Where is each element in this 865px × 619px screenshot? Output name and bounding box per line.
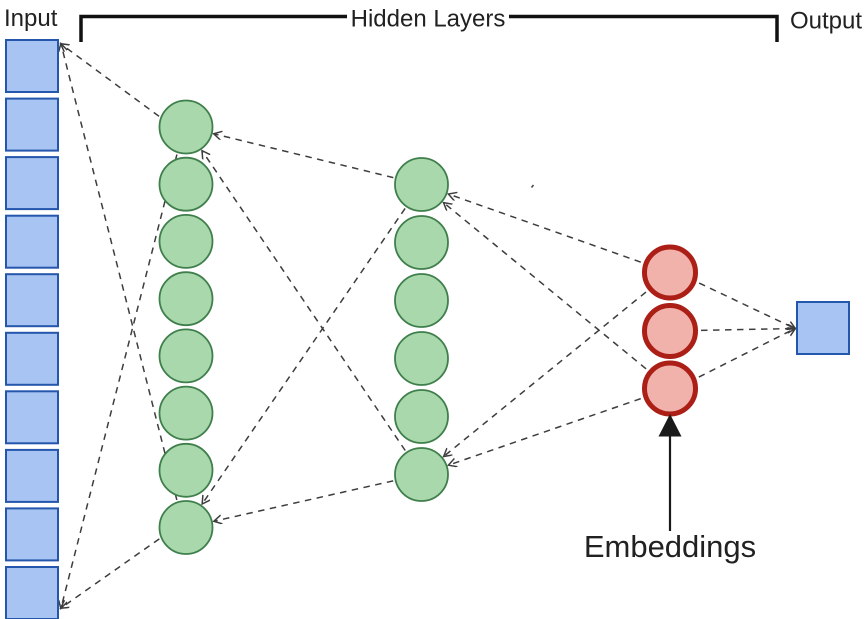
connector-hidden2.0-to-hidden1.7 — [202, 207, 406, 503]
connector-hidden1.7-to-input.0 — [61, 44, 178, 501]
connector-hidden2.5-to-hidden1.7 — [214, 480, 394, 521]
bracket-right-segment — [509, 14, 779, 42]
connector-embeddings.1-to-output.0 — [700, 329, 795, 331]
input-node — [5, 507, 59, 562]
embeddings-node — [642, 244, 698, 301]
hidden-layer-2 — [394, 157, 449, 502]
connector-hidden2.0-to-hidden1.0 — [214, 134, 394, 179]
hidden-layers-bracket — [79, 14, 779, 42]
connector-hidden1.7-to-input.9 — [61, 538, 160, 608]
embeddings-label: Embeddings — [584, 529, 756, 564]
connection-lines — [61, 44, 795, 608]
connector-embeddings.0-to-hidden2.5 — [444, 291, 647, 456]
hidden1-node — [158, 442, 214, 498]
connector-hidden1.0-to-input.0 — [61, 44, 160, 117]
embeddings-node — [642, 360, 698, 417]
hidden1-node — [158, 271, 214, 327]
hidden1-node — [158, 213, 214, 269]
embeddings-annotation: Embeddings — [584, 414, 756, 564]
connector-embeddings.0-to-output.0 — [698, 282, 795, 328]
input-label: Input — [4, 5, 58, 32]
connector-embeddings.2-to-hidden2.5 — [449, 397, 641, 465]
stray-mark — [530, 184, 535, 188]
hidden1-node — [158, 500, 214, 555]
output-label: Output — [790, 8, 862, 35]
embeddings-node — [642, 303, 698, 359]
embeddings-arrowhead-icon — [658, 414, 682, 437]
connector-hidden1.0-to-input.9 — [61, 154, 178, 608]
hidden2-node — [394, 157, 449, 212]
hidden2-node — [394, 273, 449, 328]
input-node — [5, 39, 59, 93]
hidden-layers-label: Hidden Layers — [351, 6, 506, 33]
connector-embeddings.2-to-output.0 — [698, 329, 795, 378]
input-node — [5, 448, 59, 503]
input-node — [5, 273, 59, 328]
hidden2-node — [394, 447, 449, 502]
input-node — [5, 214, 59, 269]
input-node — [5, 156, 59, 211]
input-node — [5, 390, 59, 445]
hidden-layer-1 — [158, 99, 214, 555]
input-node — [5, 97, 59, 152]
connector-embeddings.2-to-hidden2.0 — [444, 203, 647, 370]
input-node — [5, 331, 59, 386]
hidden1-node — [158, 385, 214, 441]
hidden1-node — [158, 99, 214, 155]
hidden2-node — [394, 331, 449, 386]
connector-hidden2.5-to-hidden1.0 — [202, 151, 406, 451]
connector-embeddings.0-to-hidden2.0 — [449, 194, 642, 263]
input-layer — [5, 39, 59, 619]
hidden1-node — [158, 156, 214, 212]
embeddings-layer — [642, 244, 698, 417]
output-node — [796, 301, 850, 355]
bracket-left-segment — [79, 14, 347, 42]
hidden2-node — [394, 215, 449, 270]
hidden2-node — [394, 389, 449, 444]
input-node — [5, 566, 59, 619]
hidden1-node — [158, 328, 214, 384]
output-layer — [796, 301, 850, 355]
